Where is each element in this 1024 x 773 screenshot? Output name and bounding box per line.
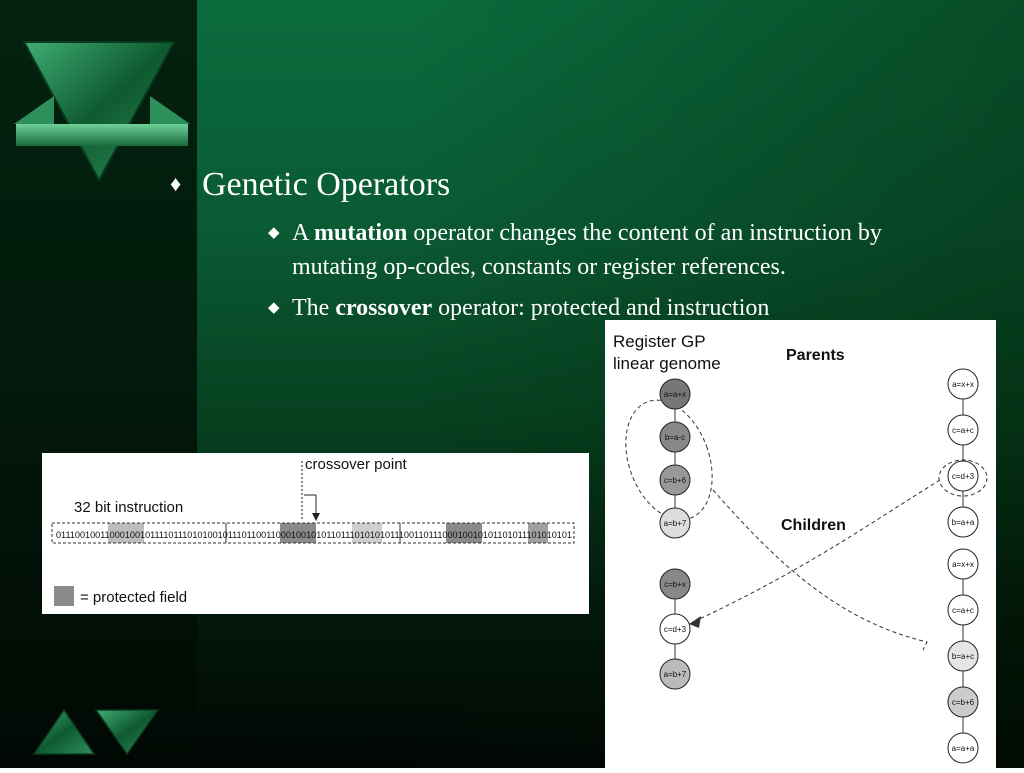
- genome-node: [659, 464, 691, 496]
- genome-node-label: a=x+x: [952, 560, 974, 569]
- parents-label: Parents: [786, 347, 845, 364]
- genome-node: [947, 460, 979, 492]
- protected-legend-label: = protected field: [80, 589, 187, 606]
- genome-node-label: c=b+6: [664, 476, 687, 485]
- instruction-row-outline: [51, 522, 575, 544]
- instruction-bits: 0111001001100010010111101110101001011101…: [56, 530, 572, 541]
- genome-title-line1: Register GP: [613, 332, 706, 351]
- genome-node: [947, 732, 979, 764]
- genome-node: [659, 378, 691, 410]
- instruction-label: 32 bit instruction: [74, 499, 183, 516]
- bullet-mutation: ◆A mutation operator changes the content…: [268, 216, 988, 284]
- arrow-down-icon: [312, 513, 320, 521]
- genome-node: [947, 368, 979, 400]
- genome-node: [947, 506, 979, 538]
- crossover-arrow-right: [712, 489, 928, 651]
- genome-node: [947, 548, 979, 580]
- triangle-logo-icon: [14, 41, 190, 183]
- genome-node-label: a=x+x: [952, 380, 974, 389]
- genome-node-label: a=a+x: [664, 390, 686, 399]
- crossover-arrow-left: [692, 479, 941, 623]
- protected-fields: [108, 523, 548, 543]
- linear-genome-figure: Register GP linear genome Parents Childr…: [605, 320, 996, 768]
- genome-node: [659, 613, 691, 645]
- genome-node: [947, 686, 979, 718]
- crossover-point-label: crossover point: [305, 456, 408, 473]
- diamond-bullet-icon: ◆: [268, 300, 280, 316]
- genome-node-label: a=b+7: [664, 519, 687, 528]
- children-label: Children: [781, 517, 846, 534]
- genome-node: [659, 658, 691, 690]
- genome-node-label: c=d+3: [952, 472, 975, 481]
- protected-legend-swatch: [54, 586, 74, 606]
- genome-node-label: c=a+c: [952, 606, 974, 615]
- diamond-bullet-icon: ◆: [268, 225, 280, 241]
- genome-node: [947, 640, 979, 672]
- genome-node: [659, 507, 691, 539]
- diamond-bullet-icon: ♦: [170, 171, 182, 196]
- selected-segment-ellipse: [625, 399, 713, 521]
- genome-node-label: b=a+c: [952, 652, 974, 661]
- genome-node-label: c=b+6: [952, 698, 975, 707]
- genome-node: [947, 414, 979, 446]
- genome-node-label: b=a+a: [952, 518, 975, 527]
- arrow-left-icon: [689, 616, 701, 628]
- bullet-crossover: ◆The crossover operator: protected and i…: [268, 291, 988, 326]
- genome-node-label: c=a+c: [952, 426, 974, 435]
- slide-heading: ♦Genetic Operators: [170, 166, 451, 203]
- genome-node-label: a=a+a: [952, 744, 975, 753]
- genome-node-label: a=b+7: [664, 670, 687, 679]
- genome-node-label: b=a-c: [665, 433, 685, 442]
- bottom-triangles-icon: [32, 708, 160, 756]
- genome-node-label: c=d+3: [664, 625, 687, 634]
- genome-node-label: c=b+x: [664, 580, 686, 589]
- genome-node: [659, 568, 691, 600]
- instruction-crossover-figure: crossover point 32 bit instruction 01110…: [42, 453, 589, 614]
- genome-node: [947, 594, 979, 626]
- genome-title-line2: linear genome: [613, 354, 721, 373]
- genome-node: [659, 421, 691, 453]
